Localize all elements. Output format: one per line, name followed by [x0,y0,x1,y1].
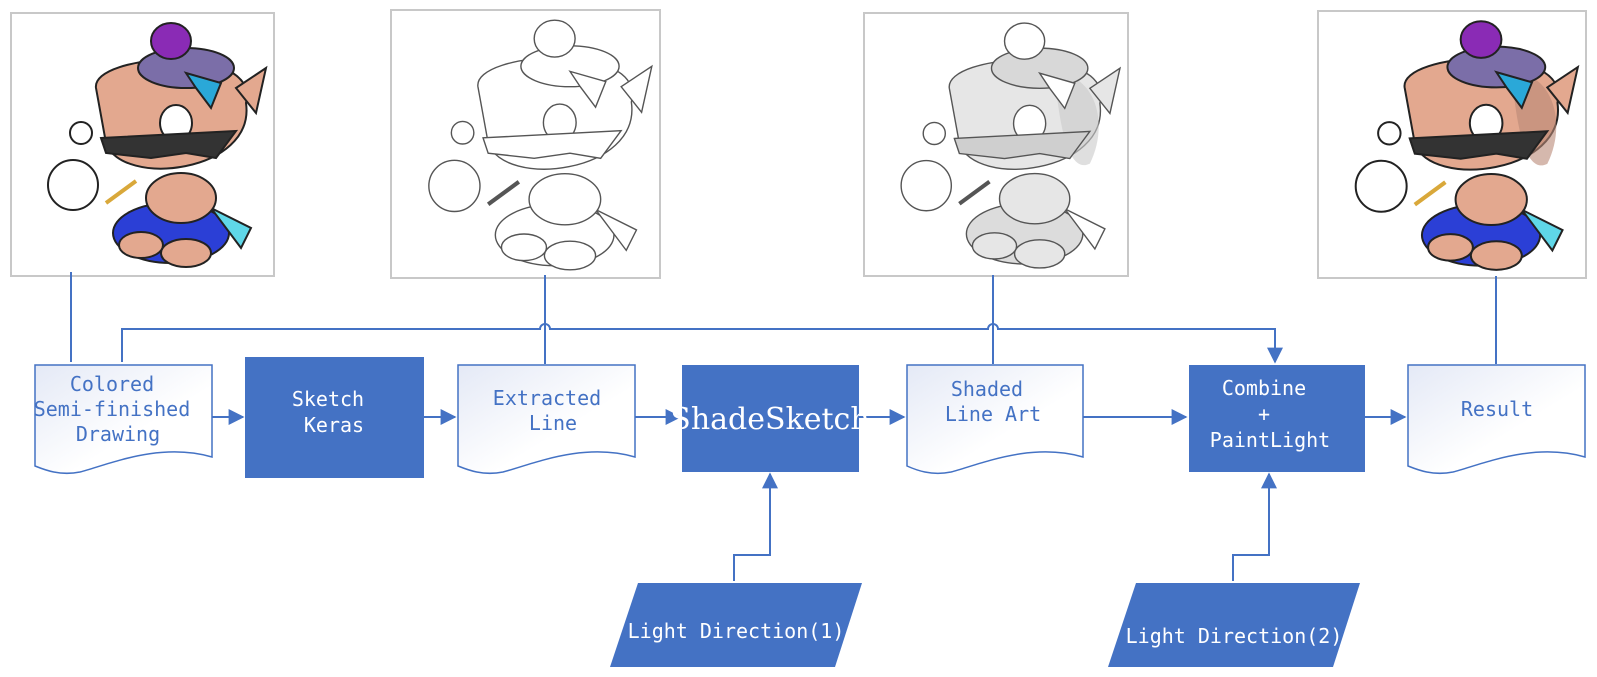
bypass-connector [121,323,1283,364]
character-illustration [1354,20,1580,271]
arrow-light2-to-combine [1232,472,1277,581]
input-light-direction-1-label: Light Direction(1) [628,619,845,643]
doc-colored-label: Colored Semi-finished Drawing [34,372,203,446]
shaded-line-art-image [863,12,1129,277]
doc-result-label: Result [1461,397,1533,421]
doc-result: Result [1407,364,1586,475]
doc-extracted-label: Extracted Line [493,386,613,435]
process-shadesketch-label: ShadeSketch [670,402,869,437]
process-shadesketch: ShadeSketch [670,365,870,472]
doc-colored: Colored Semi-finished Drawing [34,364,213,475]
doc-extracted: Extracted Line [457,364,636,475]
extracted-line-image [390,9,661,279]
character-illustration [47,22,268,268]
process-sketch-keras-label: Sketch Keras [292,387,376,437]
connectors [70,272,1497,581]
doc-shaded-label: Shaded Line Art [945,377,1041,426]
result-image [1317,10,1587,279]
input-light-direction-1: Light Direction(1) [610,583,862,667]
input-light-direction-2-label: Light Direction(2) [1126,624,1343,648]
process-combine-label: Combine + PaintLight [1210,376,1330,452]
character-illustration [428,19,653,271]
process-sketch-keras: Sketch Keras [245,357,424,478]
input-light-direction-2: Light Direction(2) [1108,583,1360,667]
doc-shaded: Shaded Line Art [906,364,1084,475]
character-illustration [900,22,1122,269]
colored-drawing-image [10,12,275,277]
arrow-light1-to-shadesketch [733,472,778,581]
process-combine: Combine + PaintLight [1189,365,1365,472]
